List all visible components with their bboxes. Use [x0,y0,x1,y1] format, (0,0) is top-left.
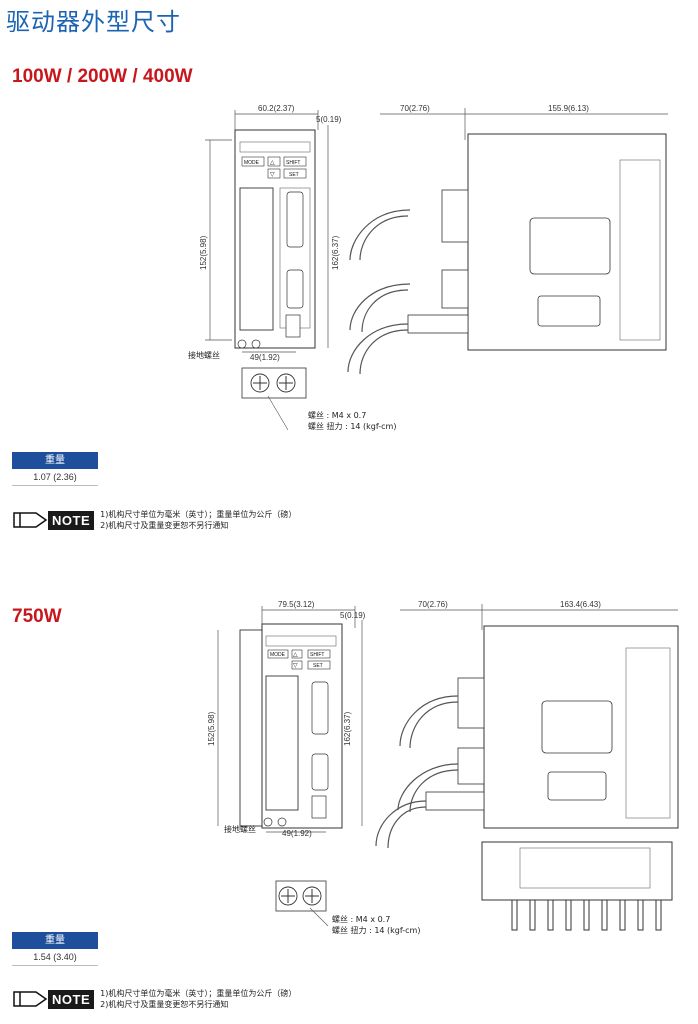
dim-bottom-width-2: 49(1.92) [282,829,312,838]
down-button-1: ▽ [270,172,275,178]
screw-spec-2: 螺丝 : M4 x 0.7 [332,914,390,924]
note-block-1: NOTE 1)机构尺寸单位为毫米（英寸）；重量单位为公斤（磅） 2)机构尺寸及重… [12,509,296,531]
dim-top-offset-1: 5(0.19) [316,115,342,124]
shift-button-1: SHIFT [286,160,300,166]
note-pencil-icon [13,512,48,528]
ground-screw-icon [237,339,247,349]
weight-header-1: 重量 [12,452,98,469]
dim-bottom-width-1: 49(1.92) [250,353,280,362]
drawing-section-1: 60.2(2.37) 5(0.19) 152(5.98) 162(6.37) M… [188,104,668,431]
set-button-2: SET [313,663,323,669]
dim-side-length-2: 163.4(6.43) [560,600,601,609]
set-button-1: SET [289,172,299,178]
dim-height-a-1: 152(5.98) [199,235,208,270]
up-button-2: △ [293,652,298,658]
note-line-2b: 2)机构尺寸及重量变更恕不另行通知 [100,1000,229,1009]
dim-side-depth-1: 70(2.76) [400,104,430,113]
dim-height-a-2: 152(5.98) [207,711,216,746]
note-line-1a: 1)机构尺寸单位为毫米（英寸）；重量单位为公斤（磅） [100,510,297,519]
dim-height-b-1: 162(6.37) [331,235,340,270]
mode-button-1: MODE [244,160,260,166]
note-badge-2: NOTE [48,989,95,1009]
page-title: 驱动器外型尺寸 [6,8,181,36]
note-line-2a: 2)机构尺寸及重量变更恕不另行通知 [100,521,229,530]
weight-header-2: 重量 [12,932,98,949]
mode-button-2: MODE [270,652,286,658]
dim-side-length-1: 155.9(6.13) [548,104,589,113]
up-button-1: △ [270,160,275,166]
model-title-1: 100W / 200W / 400W [12,66,193,87]
note-block-2: NOTE 1)机构尺寸单位为毫米（英寸）；重量单位为公斤（磅） 2)机构尺寸及重… [12,988,296,1010]
weight-value-1: 1.07 (2.36) [12,469,98,486]
drawing-section-2: 79.5(3.12) 5(0.19) 152(5.98) 162(6.37) M… [207,600,679,935]
shift-button-2: SHIFT [310,652,324,658]
model-title-2: 750W [12,606,62,627]
note-badge-1: NOTE [48,510,95,530]
ground-label-2: 接地螺丝 [224,824,256,834]
note-line-1b: 1)机构尺寸单位为毫米（英寸）；重量单位为公斤（磅） [100,989,297,998]
ground-label-1: 接地螺丝 [188,350,220,360]
screw-torque-2: 螺丝 扭力 : 14 (kgf-cm) [332,925,420,935]
dim-front-width-1: 60.2(2.37) [258,104,295,113]
dim-top-offset-2: 5(0.19) [340,611,366,620]
down-button-2: ▽ [293,663,298,669]
screw-torque-1: 螺丝 扭力 : 14 (kgf-cm) [308,421,396,431]
weight-value-2: 1.54 (3.40) [12,949,98,966]
note-pencil-icon [13,991,48,1007]
screw-spec-1: 螺丝 : M4 x 0.7 [308,410,366,420]
dim-height-b-2: 162(6.37) [343,711,352,746]
dim-front-width-2: 79.5(3.12) [278,600,315,609]
dim-side-depth-2: 70(2.76) [418,600,448,609]
